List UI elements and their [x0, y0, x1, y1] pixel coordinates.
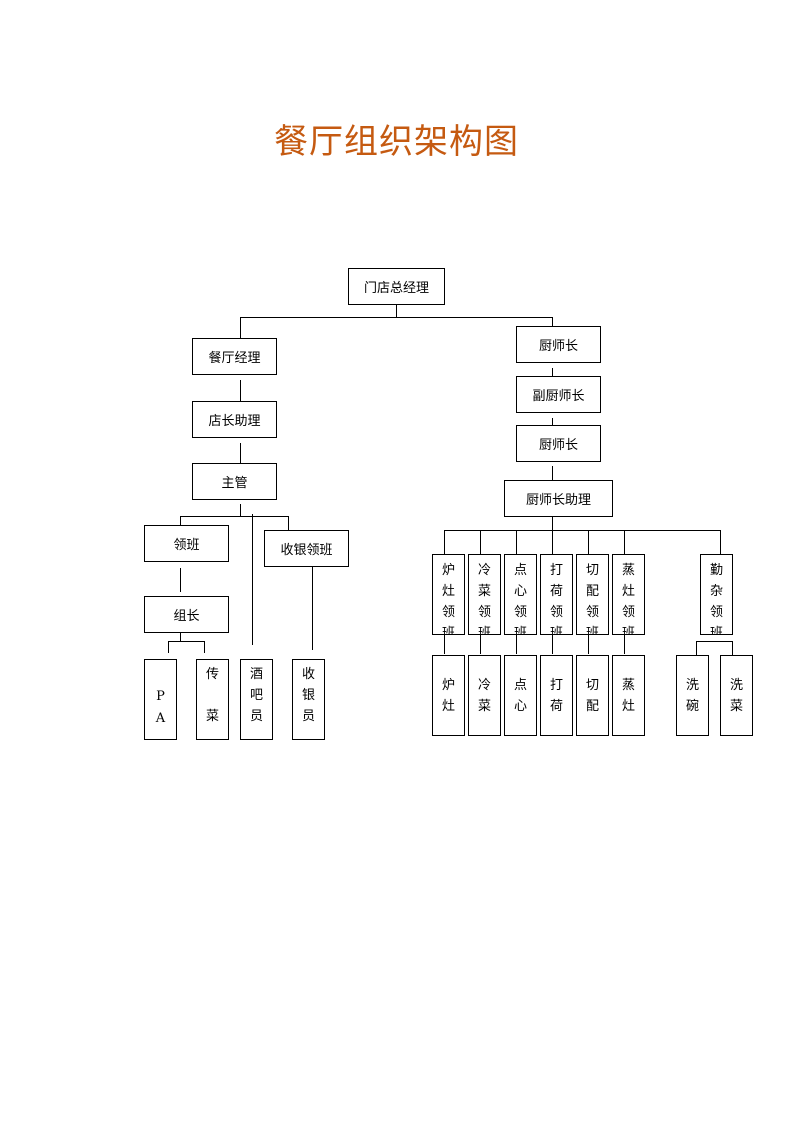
connector-line	[696, 641, 733, 642]
node-dim-sum-lead-label: 点 心 领 班	[513, 563, 527, 635]
node-dim-sum: 点 心	[504, 655, 537, 736]
connector-line	[480, 634, 481, 654]
connector-line	[516, 634, 517, 654]
node-sous-chef: 副厨师长	[516, 376, 601, 413]
connector-line	[552, 530, 553, 554]
connector-line	[624, 530, 625, 554]
connector-line	[180, 516, 289, 517]
connector-line	[168, 641, 169, 653]
node-pa: P A	[144, 659, 177, 740]
connector-line	[552, 517, 553, 530]
node-restaurant-manager: 餐厅经理	[192, 338, 277, 375]
node-dahe: 打 荷	[540, 655, 573, 736]
node-bar-staff: 酒 吧 员	[240, 659, 273, 740]
node-steam-lead: 蒸 灶 领 班	[612, 554, 645, 635]
node-cashier: 收 银 员	[292, 659, 325, 740]
node-supervisor: 主管	[192, 463, 277, 500]
node-cutting-lead-label: 切 配 领 班	[585, 563, 599, 635]
connector-line	[552, 317, 553, 326]
node-chef-2: 厨师长	[516, 425, 601, 462]
node-chef-assistant: 厨师长助理	[504, 480, 613, 517]
node-steam-label: 蒸 灶	[621, 677, 635, 714]
connector-line	[204, 641, 205, 653]
node-misc-lead: 勤 杂 领 班	[700, 554, 733, 635]
connector-line	[552, 634, 553, 654]
node-cold: 冷 菜	[468, 655, 501, 736]
node-cold-lead: 冷 菜 领 班	[468, 554, 501, 635]
node-steam: 蒸 灶	[612, 655, 645, 736]
node-pa-label: P A	[155, 689, 166, 726]
connector-line	[480, 530, 481, 554]
node-dahe-lead-label: 打 荷 领 班	[549, 563, 563, 635]
node-stove: 炉 灶	[432, 655, 465, 736]
node-steam-lead-label: 蒸 灶 领 班	[621, 563, 635, 635]
node-cutting-lead: 切 配 领 班	[576, 554, 609, 635]
connector-line	[312, 566, 313, 650]
node-cold-lead-label: 冷 菜 领 班	[477, 563, 491, 635]
connector-line	[180, 568, 181, 592]
node-cutting-label: 切 配	[585, 677, 599, 714]
node-dish-wash-label: 洗 碗	[685, 677, 699, 714]
node-stove-lead: 炉 灶 领 班	[432, 554, 465, 635]
connector-line	[240, 504, 241, 516]
connector-line	[240, 317, 553, 318]
connector-line	[444, 530, 720, 531]
connector-line	[444, 634, 445, 654]
connector-line	[240, 380, 241, 401]
node-group-leader: 组长	[144, 596, 229, 633]
node-bar-staff-label: 酒 吧 员	[249, 667, 263, 724]
node-store-manager: 门店总经理	[348, 268, 445, 305]
node-dahe-lead: 打 荷 领 班	[540, 554, 573, 635]
node-cutting: 切 配	[576, 655, 609, 736]
node-stove-label: 炉 灶	[441, 677, 455, 714]
node-cold-label: 冷 菜	[477, 677, 491, 714]
connector-line	[696, 641, 697, 655]
node-dish-wash: 洗 碗	[676, 655, 709, 736]
connector-line	[168, 641, 205, 642]
connector-line	[516, 530, 517, 554]
node-team-leader: 领班	[144, 525, 229, 562]
connector-line	[552, 466, 553, 480]
node-misc-lead-label: 勤 杂 领 班	[709, 563, 723, 635]
connector-line	[444, 530, 445, 554]
node-stove-lead-label: 炉 灶 领 班	[441, 563, 455, 635]
connector-line	[240, 443, 241, 463]
connector-line	[180, 516, 181, 525]
node-veg-wash: 洗 菜	[720, 655, 753, 736]
node-dim-sum-label: 点 心	[513, 677, 527, 714]
node-runner: 传 菜	[196, 659, 229, 740]
node-dim-sum-lead: 点 心 领 班	[504, 554, 537, 635]
page-title: 餐厅组织架构图	[274, 122, 519, 162]
connector-line	[180, 632, 181, 641]
node-cashier-label: 收 银 员	[301, 667, 315, 724]
connector-line	[552, 368, 553, 376]
connector-line	[624, 634, 625, 654]
node-dahe-label: 打 荷	[549, 677, 563, 714]
connector-line	[396, 304, 397, 317]
node-runner-label: 传 菜	[205, 667, 219, 724]
connector-line	[252, 514, 253, 645]
node-veg-wash-label: 洗 菜	[729, 677, 743, 714]
connector-line	[588, 634, 589, 654]
node-chef: 厨师长	[516, 326, 601, 363]
node-cashier-leader: 收银领班	[264, 530, 349, 567]
connector-line	[240, 317, 241, 338]
node-assistant-manager: 店长助理	[192, 401, 277, 438]
connector-line	[720, 530, 721, 554]
connector-line	[732, 641, 733, 655]
connector-line	[552, 418, 553, 426]
connector-line	[588, 530, 589, 554]
connector-line	[288, 516, 289, 530]
